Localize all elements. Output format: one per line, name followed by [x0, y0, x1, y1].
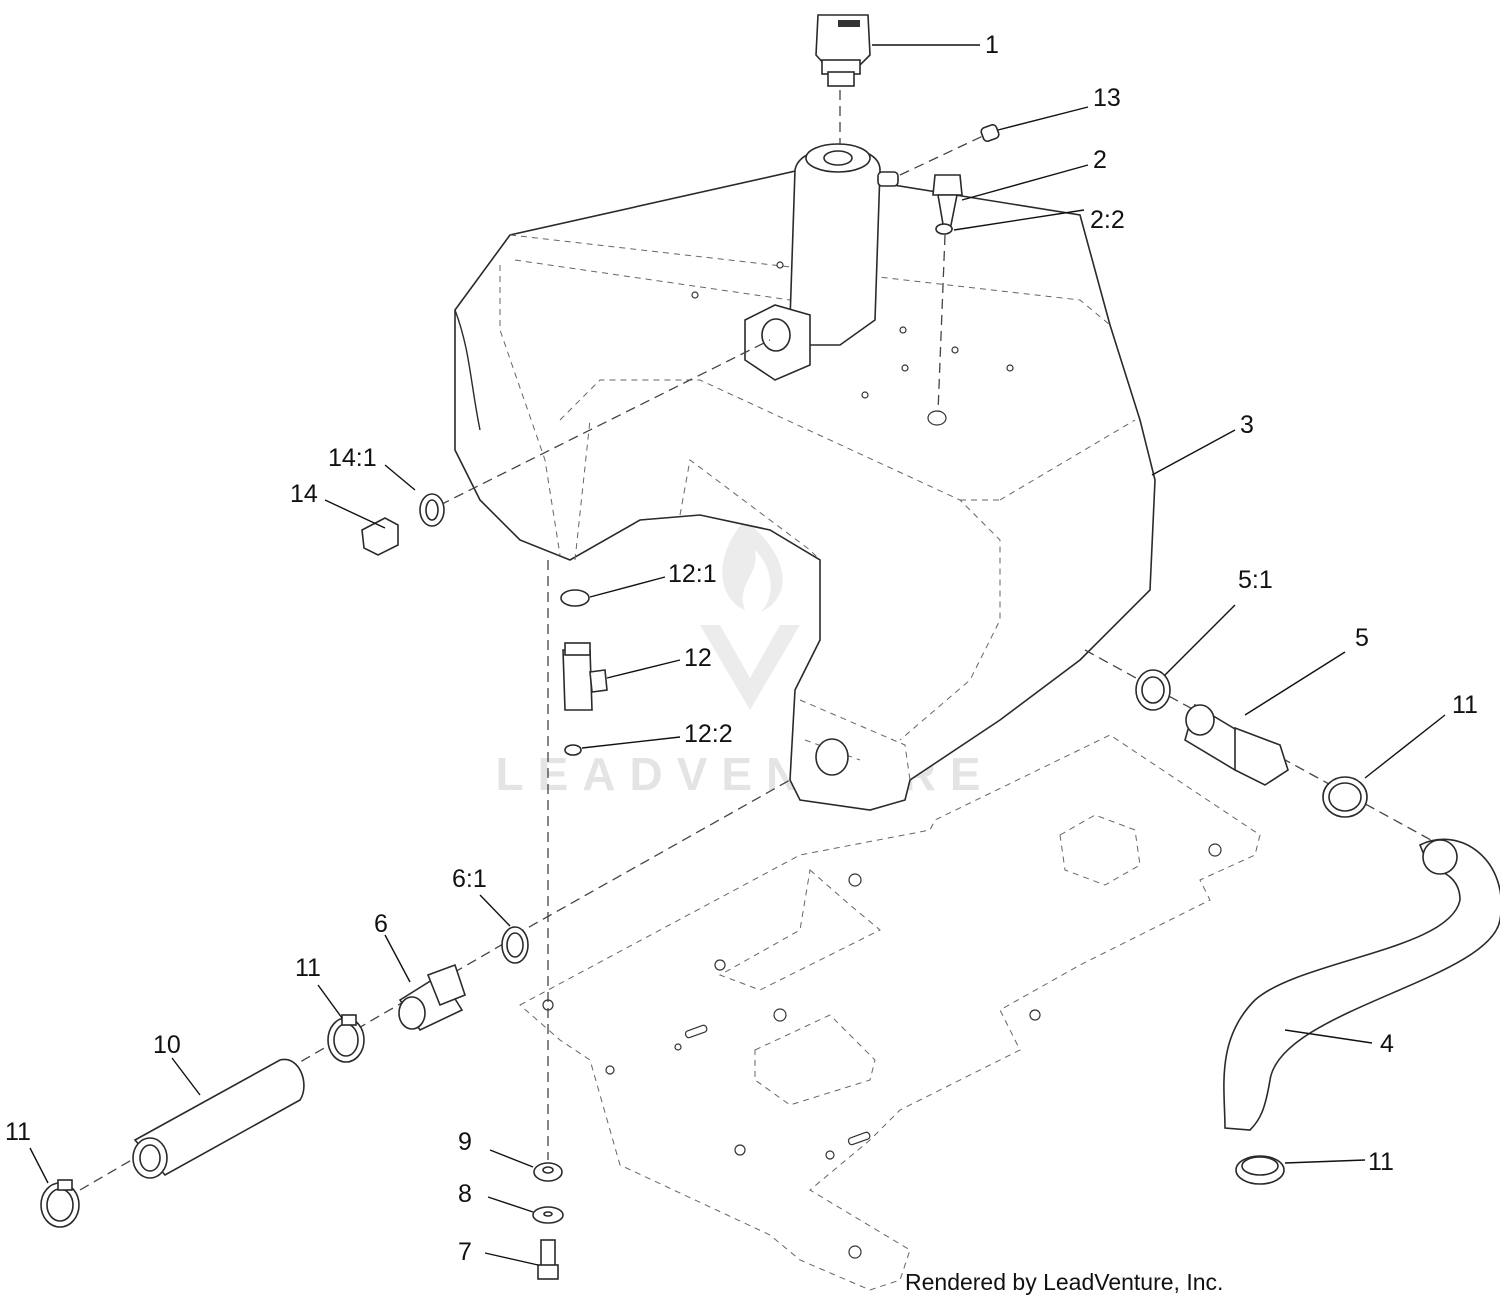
callout-2-2: 2:2 — [1090, 206, 1125, 234]
callout-10: 10 — [153, 1031, 181, 1059]
hose-clamp-far-left — [40, 1179, 80, 1228]
callouts: 1 13 2 2:2 3 14:1 14 12:1 12 12:2 5:1 5 … — [5, 31, 1478, 1266]
callout-11-upper-right: 11 — [1452, 691, 1478, 719]
callout-12-1: 12:1 — [668, 560, 717, 588]
callout-3: 3 — [1240, 411, 1254, 439]
drain-plug — [361, 493, 445, 556]
hose-clamp-lower-right — [1235, 1155, 1285, 1185]
callout-12: 12 — [684, 644, 712, 672]
callout-8: 8 — [458, 1180, 472, 1208]
callout-6: 6 — [374, 910, 388, 938]
callout-5-1: 5:1 — [1238, 566, 1273, 594]
callout-5: 5 — [1355, 624, 1369, 652]
callout-12-2: 12:2 — [684, 720, 733, 748]
reservoir-tank — [454, 143, 1156, 811]
callout-11-lower-right: 11 — [1368, 1148, 1394, 1176]
callout-7: 7 — [458, 1238, 472, 1266]
o-ring-2-2 — [935, 223, 953, 235]
hose-clamp-upper-right — [1322, 776, 1368, 818]
fitting-6 — [398, 926, 529, 1032]
mounting-plate — [519, 734, 1261, 1291]
callout-11-far-left: 11 — [5, 1118, 31, 1146]
callout-9: 9 — [458, 1128, 472, 1156]
callout-6-1: 6:1 — [452, 865, 487, 893]
tee-fitting — [560, 589, 608, 756]
filler-cap — [815, 14, 871, 87]
callout-2: 2 — [1093, 146, 1107, 174]
leader-lines — [29, 44, 1446, 1266]
render-credit: Rendered by LeadVenture, Inc. — [905, 1269, 1223, 1295]
callout-11-left-middle: 11 — [295, 954, 321, 982]
callout-4: 4 — [1380, 1030, 1394, 1058]
callout-14-1: 14:1 — [328, 444, 377, 472]
callout-14: 14 — [290, 480, 318, 508]
hose-clamp-left-middle — [327, 1014, 365, 1063]
vent-plug — [980, 124, 1000, 142]
fitting-5 — [1135, 669, 1289, 786]
mount-hardware — [532, 1162, 564, 1280]
callout-13: 13 — [1093, 84, 1121, 112]
callout-1: 1 — [985, 31, 999, 59]
hose-10 — [132, 1058, 305, 1179]
hose-4 — [1223, 838, 1500, 1131]
